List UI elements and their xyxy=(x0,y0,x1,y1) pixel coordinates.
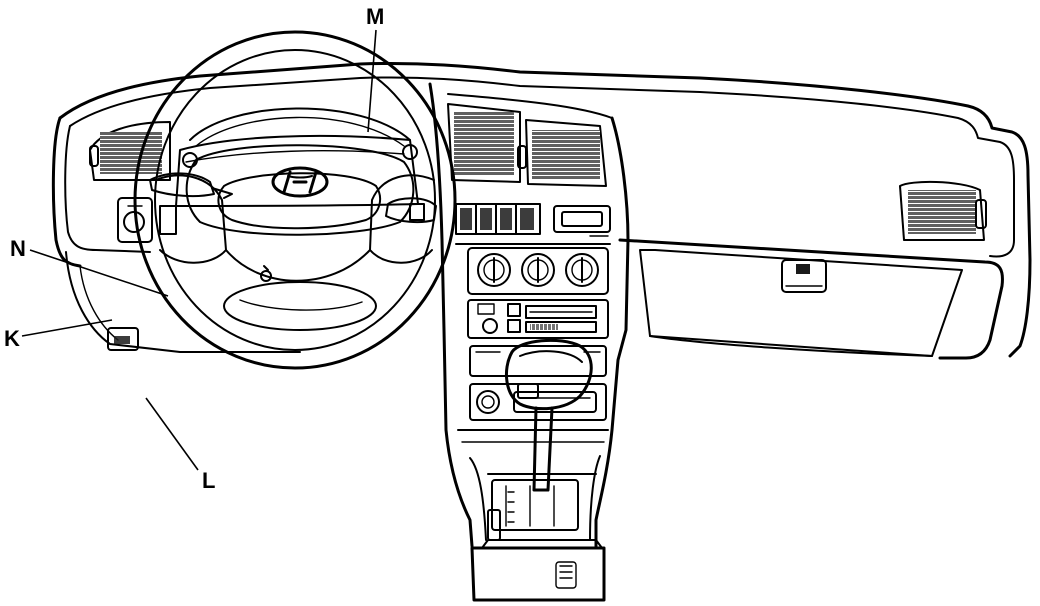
hyundai-logo-icon xyxy=(271,166,329,198)
hood-release xyxy=(107,327,139,351)
left-vent xyxy=(89,121,171,181)
callout-l: L xyxy=(145,397,215,493)
callouts: M N K L xyxy=(4,4,384,493)
ignition-key-icon xyxy=(260,265,272,282)
hvac-knob-right xyxy=(565,253,599,287)
callout-k: K xyxy=(4,319,113,351)
air-vents xyxy=(89,103,987,241)
hvac-knob-left xyxy=(477,253,511,287)
center-stack-controls xyxy=(455,203,611,421)
callout-label-m: M xyxy=(366,4,384,29)
callout-label-n: N xyxy=(10,236,26,261)
center-vents xyxy=(447,103,607,187)
right-vent xyxy=(899,180,987,241)
dashboard-body xyxy=(51,61,1032,602)
callout-label-k: K xyxy=(4,326,20,351)
glovebox xyxy=(781,259,827,293)
callout-m: M xyxy=(366,4,384,133)
steering-wheel xyxy=(133,30,457,370)
callout-label-l: L xyxy=(202,468,215,493)
callout-n: N xyxy=(10,236,169,297)
hvac-knob-center xyxy=(521,253,555,287)
